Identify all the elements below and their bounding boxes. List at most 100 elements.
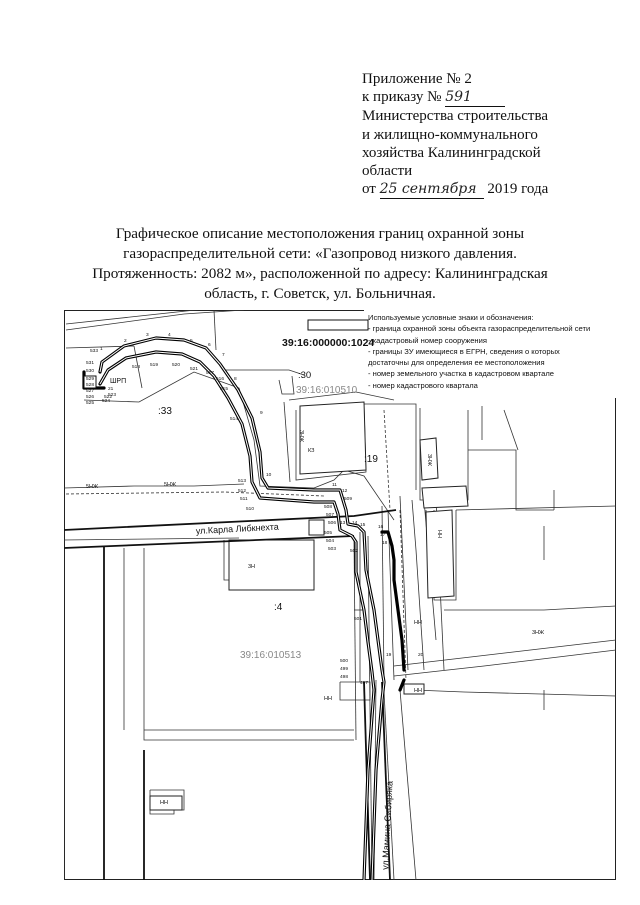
boundary-point-label: 527 — [86, 388, 94, 394]
legend-item-gas-zone: - граница охранной зоны объекта газорасп… — [368, 324, 591, 334]
building-label: НН — [324, 696, 332, 702]
boundary-point-label: 512 — [238, 488, 246, 494]
appendix-header: Приложение № 2 к приказу № 591 Министерс… — [362, 70, 602, 200]
legend-background — [364, 310, 616, 398]
boundary-point-label: 4 — [168, 332, 171, 338]
appendix-date-line: от 25 сентября 2019 года — [362, 180, 602, 200]
boundary-point-label: 18 — [382, 540, 388, 546]
boundary-point-label: 19 — [386, 652, 392, 658]
parcel-label-19: :19 — [364, 454, 378, 465]
map-frame — [64, 310, 616, 880]
legend-item-parcel-number: - номер земельного участка в кадастровом… — [368, 369, 555, 379]
title-line-3: Протяженность: 2082 м», расположенной по… — [92, 265, 548, 282]
quarter-boundaries — [65, 409, 407, 681]
boundary-point-label: 524 — [102, 398, 110, 404]
boundary-point-label: 2 — [124, 338, 127, 344]
appendix-line-2: к приказу № 591 — [362, 88, 602, 108]
boundary-point-label: 502 — [350, 548, 358, 554]
boundary-point-label: 503 — [328, 546, 336, 552]
boundary-point-label: 511 — [240, 496, 248, 502]
boundary-point-label: 528 — [86, 382, 94, 388]
order-prefix: к приказу № — [362, 89, 442, 106]
appendix-line-4: и жилищно-коммунального — [362, 126, 538, 143]
boundary-point-label: 516 — [216, 376, 224, 382]
boundary-point-label: 519 — [150, 362, 158, 368]
boundary-point-label: 504 — [326, 538, 334, 544]
boundary-point-label: 15 — [360, 522, 366, 528]
order-number-handwritten: 591 — [445, 89, 472, 106]
building-label: 5НЖ — [86, 484, 98, 490]
boundary-point-label: 509 — [344, 496, 352, 502]
boundary-point-label: 526 — [86, 394, 94, 400]
boundary-point-label: 530 — [86, 368, 94, 374]
boundary-point-label: 531 — [86, 360, 94, 366]
boundary-point-label: 523 — [108, 392, 116, 398]
grp-label: ШРП — [110, 378, 126, 385]
appendix-line-1: Приложение № 2 — [362, 71, 472, 87]
boundary-point-label: 9 — [260, 410, 263, 416]
building-label: НН — [436, 530, 442, 538]
building-label: 3НЖ — [532, 630, 544, 636]
boundary-point-label: 529 — [86, 376, 94, 382]
boundary-point-label: 506 — [328, 520, 336, 526]
parcel-label-30: :30 — [298, 370, 311, 381]
grp-box — [83, 375, 97, 389]
boundary-point-label: 514 — [230, 416, 238, 422]
boundary-point-label: 20 — [418, 652, 424, 658]
date-field: 25 сентября — [379, 180, 484, 200]
boundary-point-label: 498 — [340, 674, 348, 680]
boundary-point-label: 522 — [104, 394, 112, 400]
parcel-label-4: :4 — [274, 602, 283, 613]
boundary-point-label: 500 — [340, 658, 348, 664]
boundary-point-label: 10 — [266, 472, 272, 478]
gas-zone-inner — [99, 337, 385, 880]
legend-item-parcel-boundaries: - границы ЗУ имеющиеся в ЕГРН, сведения … — [368, 346, 560, 356]
boundary-point-label: 497 — [360, 680, 368, 686]
boundary-point-label: 507 — [326, 512, 334, 518]
boundary-point-label: 16 — [378, 524, 384, 530]
boundary-point-label: 8 — [234, 376, 237, 382]
boundary-point-label: 521 — [190, 366, 198, 372]
boundary-point-label: 517 — [206, 370, 214, 376]
boundary-point-label: 3 — [146, 332, 149, 338]
boundary-point-label: 520 — [172, 362, 180, 368]
date-suffix: 2019 года — [487, 181, 549, 198]
street-label-mamina-sibiryaka: ул.Мамина Сибиряка — [380, 781, 395, 870]
boundary-point-label: 501 — [354, 616, 362, 622]
boundary-point-label: 515 — [220, 386, 228, 392]
boundary-point-label: 12 — [342, 488, 348, 494]
appendix-line-5: хозяйства Калининградской — [362, 144, 541, 161]
building-label: НН — [414, 620, 422, 626]
street-label-karla-libknekhta: ул.Карла Либкнехта — [196, 522, 279, 536]
quarter-label-1: 39:16:010510 — [296, 385, 358, 396]
buildings — [149, 401, 469, 811]
appendix-line-6: области — [362, 163, 413, 180]
building-label: 3Н — [248, 564, 255, 570]
order-number-field: 591 — [445, 88, 506, 108]
map-legend: Используемые условные знаки и обозначени… — [368, 312, 608, 391]
building-label: КЗ — [308, 448, 315, 454]
boundary-point-label: 499 — [340, 666, 348, 672]
document-title: Графическое описание местоположения гран… — [90, 224, 550, 304]
structure-cadastral-number: 39:16:000000:1024 — [282, 337, 374, 349]
cadastral-map: 39:16:000000:1024 :30 39:16:010510 :33 :… — [64, 310, 616, 880]
boundary-point-label: 510 — [246, 506, 254, 512]
boundary-point-label: 525 — [86, 400, 94, 406]
legend-symbol-box — [307, 319, 369, 331]
road-lines — [64, 509, 397, 880]
building-label: НН — [160, 800, 168, 806]
legend-item-parcel-boundaries-cont: достаточны для определения ее местополож… — [368, 358, 545, 368]
appendix-line-3: Министерства строительства — [362, 108, 549, 125]
legend-heading: Используемые условные знаки и обозначени… — [368, 313, 534, 322]
boundary-point-label: 518 — [132, 364, 140, 370]
building-label: 3НЖ — [298, 430, 304, 442]
building-label: НН — [414, 688, 422, 694]
boundary-point-label: 513 — [238, 478, 246, 484]
boundary-point-label: 21 — [108, 386, 114, 392]
boundary-point-label: 14 — [352, 520, 358, 526]
boundary-point-label: 5 — [190, 338, 193, 344]
legend-item-quarter-number: - номер кадастрового квартала — [368, 380, 478, 390]
title-line-4: область, г. Советск, ул. Больничная. — [204, 285, 436, 302]
